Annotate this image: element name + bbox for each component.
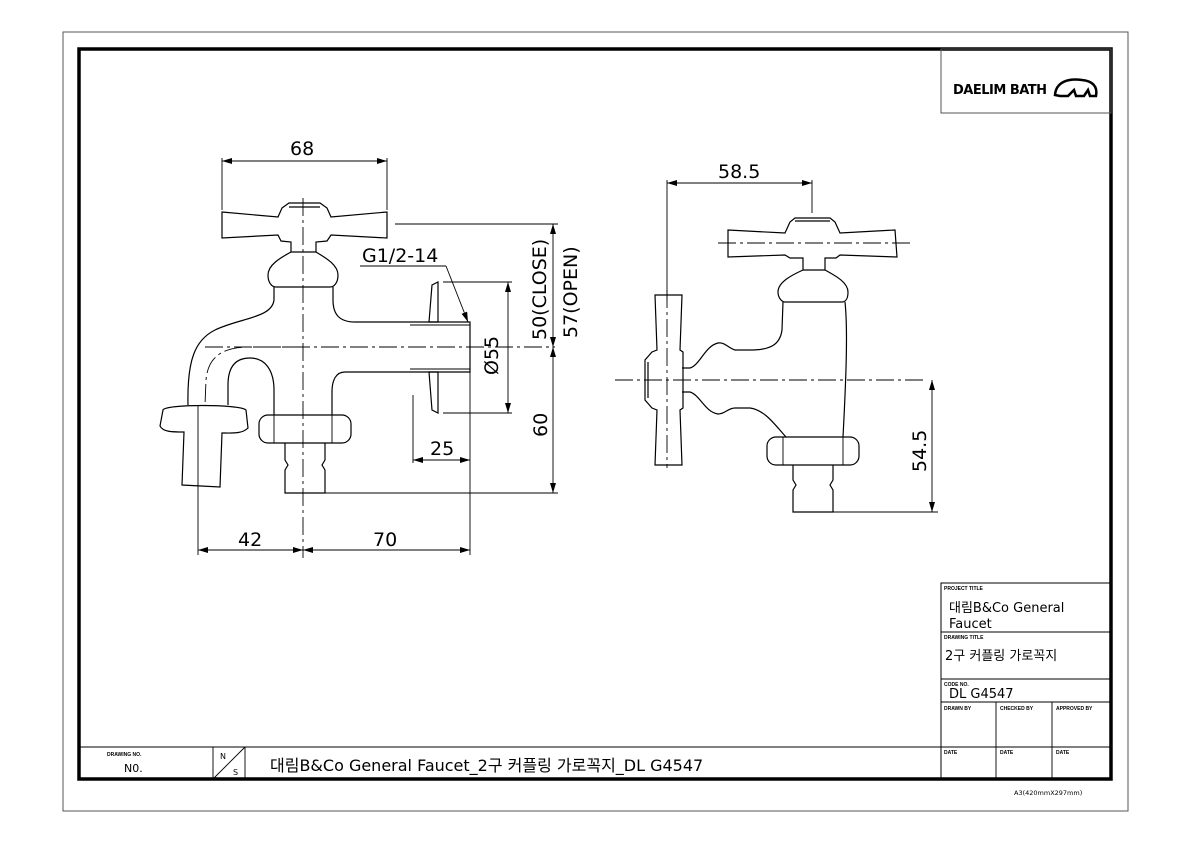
dim-center-height: 54.5 [909,430,931,472]
dim-thread-label: G1/2-14 [362,245,438,267]
dim-open-height: 57(OPEN) [560,246,582,338]
checked-by-label: CHECKED BY [1000,706,1034,712]
drawn-by-label: DRAWN BY [944,706,972,712]
drawing-title-label: DRAWING TITLE [944,635,984,641]
approved-by-label: APPROVED BY [1056,706,1093,712]
code-no: DL G4547 [949,687,1014,702]
side-view-drawing: 58.5 54.5 [615,161,938,513]
date-label-2: DATE [1000,750,1014,756]
outer-border [62,31,1129,812]
dim-flange-diameter: Ø55 [481,336,503,375]
dim-handle-reach: 58.5 [718,161,760,183]
drawing-title: 2구 커플링 가로꼭지 [945,649,1057,664]
project-title-line2: Faucet [949,617,992,632]
logo-text: DAELIM BATH [953,83,1047,98]
scale-top: N [220,752,226,761]
inner-frame [77,47,1113,781]
scale-bottom: S [233,768,238,777]
logo-box: DAELIM BATH [940,48,1112,114]
dim-close-height: 50(CLOSE) [529,239,551,340]
dim-spout-reach: 70 [373,529,397,551]
code-no-label: CODE NO. [944,682,969,688]
project-title-label: PROJECT TITLE [944,586,984,592]
date-label-3: DATE [1056,750,1070,756]
full-drawing-title: 대림B&Co General Faucet_2구 커플링 가로꼭지_DL G45… [270,756,703,776]
project-title-line1: 대림B&Co General [949,601,1064,616]
drawing-no-label: DRAWING NO. [107,752,142,758]
dim-outlet-spacing: 42 [238,529,262,551]
dim-handle-width: 68 [290,138,314,160]
polar-bear-logo-icon [1053,78,1098,98]
bottom-title-strip: DRAWING NO. N0. N S 대림B&Co General Fauce… [79,746,941,780]
dim-spout-length: 25 [430,438,454,460]
title-block: PROJECT TITLE 대림B&Co General Faucet DRAW… [940,582,1112,797]
drawing-no: N0. [124,762,143,775]
front-view-drawing: 68 G1/2-14 Ø55 50(CLOSE) 57(OPEN) 60 25 … [159,138,582,558]
dim-outlet-height: 60 [530,413,552,437]
date-label-1: DATE [944,750,958,756]
sheet-size: A3(420mmX297mm) [1014,789,1082,797]
